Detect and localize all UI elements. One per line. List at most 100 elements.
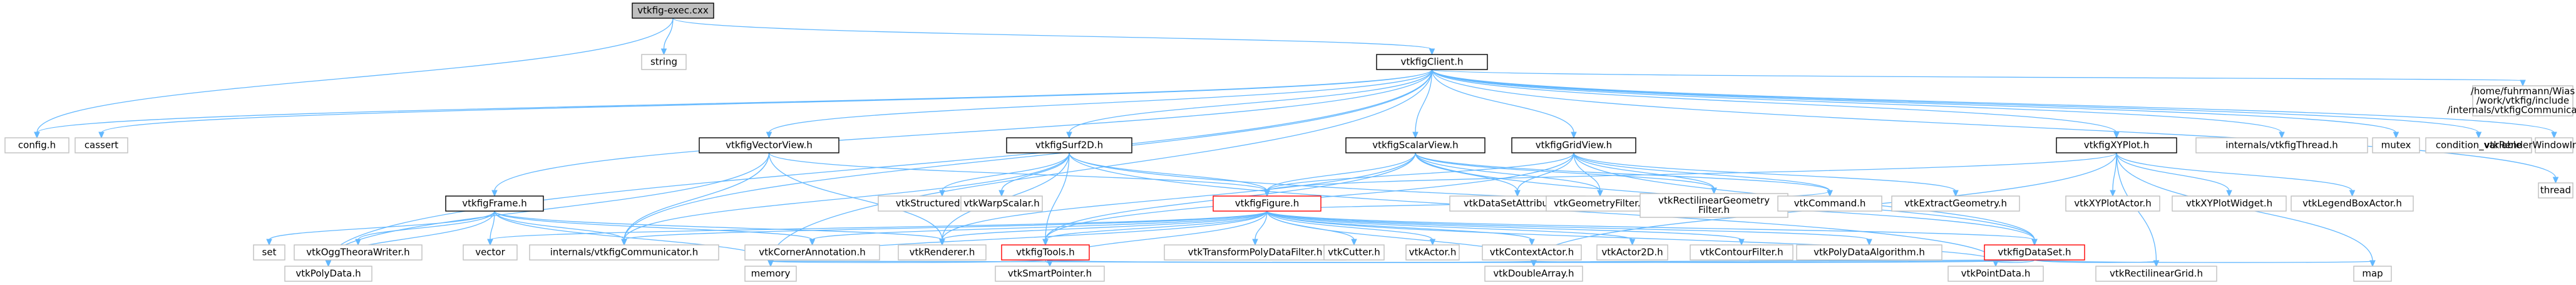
node-box [1546,195,1655,212]
node-box [1164,244,1347,261]
edge-gridview-to-dsattr [1514,152,1574,197]
node-label: vtkRectilinearGeometry [1658,195,1770,206]
node-surf2d[interactable]: vtkfigSurf2D.h [1006,137,1132,153]
node-label: cassert [85,140,118,151]
node-vectorview[interactable]: vtkfigVectorView.h [699,137,839,153]
node-label: vtkfigTools.h [1016,247,1075,258]
edge-frame-to-commint [494,210,627,246]
node-contourfilter[interactable]: vtkContourFilter.h [1690,244,1793,261]
node-oggtheora[interactable]: vtkOggTheoraWriter.h [294,244,423,261]
node-label: vtkExtractGeometry.h [1904,198,2007,209]
node-threadstd[interactable]: thread [2538,182,2573,199]
node-cutter[interactable]: vtkCutter.h [1323,244,1385,261]
node-legendbox[interactable]: vtkLegendBoxActor.h [2291,195,2414,212]
node-label: vtkfigFrame.h [462,198,526,209]
edge-xyplot-to-xyplotwidget [2116,152,2232,197]
node-vector[interactable]: vector [463,244,518,261]
node-rectgrid[interactable]: vtkRectilinearGrid.h [2095,266,2217,282]
edge-layer [34,18,2559,267]
node-polyalgo[interactable]: vtkPolyDataAlgorithm.h [1796,244,1942,261]
node-xyplot[interactable]: vtkfigXYPlot.h [2056,137,2177,153]
node-communicatorpath[interactable]: /home/fuhrmann/Wias/work/vtkfig/include/… [2447,85,2576,117]
node-tools[interactable]: vtkfigTools.h [1001,244,1090,261]
node-renderer[interactable]: vtkRenderer.h [898,244,987,261]
node-label: vtkfigFigure.h [1235,198,1300,209]
node-actor[interactable]: vtkActor.h [1405,244,1460,261]
node-extractgeom[interactable]: vtkExtractGeometry.h [1891,195,2020,212]
edge-client-to-communicatorpath [1431,69,2526,87]
node-box [253,244,285,261]
node-geomfilter[interactable]: vtkGeometryFilter.h [1546,195,1655,212]
node-box [1323,244,1385,261]
node-thread[interactable]: internals/vtkfigThread.h [2195,137,2368,153]
node-warpscalar[interactable]: vtkWarpScalar.h [960,195,1043,212]
node-cornerann[interactable]: vtkCornerAnnotation.h [744,244,880,261]
node-config[interactable]: config.h [4,137,69,153]
edge-figure-to-contextactor [1266,210,1535,246]
node-smartptr[interactable]: vtkSmartPointer.h [995,266,1105,282]
edge-dataset-to-map [2034,259,2376,267]
node-xyplotactor[interactable]: vtkXYPlotActor.h [2065,195,2160,212]
node-box [1690,244,1793,261]
node-label: vtkOggTheoraWriter.h [306,247,409,258]
node-frame[interactable]: vtkfigFrame.h [445,195,544,212]
node-label: vtkfigGridView.h [1536,140,1612,151]
node-string[interactable]: string [641,54,687,70]
node-renderwin[interactable]: vtkRenderWindowInteractor.h [2485,137,2576,153]
node-pointdata[interactable]: vtkPointData.h [1947,266,2044,282]
node-box [2172,195,2287,212]
node-actor2d[interactable]: vtkActor2D.h [1596,244,1668,261]
node-box [632,3,714,19]
edge-exec-to-config [34,18,674,139]
node-label: vtkRectilinearGrid.h [2110,268,2203,279]
node-commint[interactable]: internals/vtkfigCommunicator.h [529,244,719,261]
node-box [2291,195,2414,212]
node-box [1001,244,1090,261]
edge-client-to-memory [767,69,1433,267]
node-box [445,195,544,212]
node-figure[interactable]: vtkfigFigure.h [1213,195,1321,212]
node-set[interactable]: set [253,244,285,261]
node-box [1484,266,1583,282]
node-doublearray[interactable]: vtkDoubleArray.h [1484,266,1583,282]
node-memory[interactable]: memory [744,266,797,282]
node-box [1777,195,1882,212]
node-label: internals/vtkfigThread.h [2225,140,2338,151]
node-label: vtkfigDataSet.h [1998,247,2071,258]
node-dataset[interactable]: vtkfigDataSet.h [1984,244,2085,261]
node-label: vtkPolyData.h [295,268,361,279]
node-contextactor[interactable]: vtkContextActor.h [1482,244,1582,261]
node-label: Filter.h [1698,204,1730,215]
node-box [1345,137,1486,153]
edge-client-to-vectorview [766,69,1433,139]
node-command[interactable]: vtkCommand.h [1777,195,1882,212]
node-box [1796,244,1942,261]
node-box [1640,193,1788,218]
edge-exec-to-client [672,18,1435,56]
node-cassert[interactable]: cassert [74,137,128,153]
node-box [1213,195,1321,212]
node-mutex[interactable]: mutex [2372,137,2420,153]
edge-xyplot-to-legendbox [2116,152,2356,197]
node-label: vtkCommand.h [1794,198,1866,209]
node-polydata[interactable]: vtkPolyData.h [284,266,372,282]
node-condvar[interactable]: condition_variable [2425,137,2532,153]
node-label: vtkCutter.h [1328,247,1380,258]
node-xyplotwidget[interactable]: vtkXYPlotWidget.h [2172,195,2287,212]
node-box [1891,195,2020,212]
node-box [898,244,987,261]
node-box [960,195,1043,212]
node-box [1376,54,1488,70]
node-transformpoly[interactable]: vtkTransformPolyDataFilter.h [1164,244,1347,261]
node-box [74,137,128,153]
node-map[interactable]: map [2353,266,2392,282]
node-label: /home/fuhrmann/Wias [2471,86,2575,97]
node-label: mutex [2381,140,2411,151]
node-box [995,266,1105,282]
node-label: vtkRenderWindowInteractor.h [2485,140,2576,151]
node-gridview[interactable]: vtkfigGridView.h [1511,137,1636,153]
node-client[interactable]: vtkfigClient.h [1376,54,1488,70]
node-scalarview[interactable]: vtkfigScalarView.h [1345,137,1486,153]
